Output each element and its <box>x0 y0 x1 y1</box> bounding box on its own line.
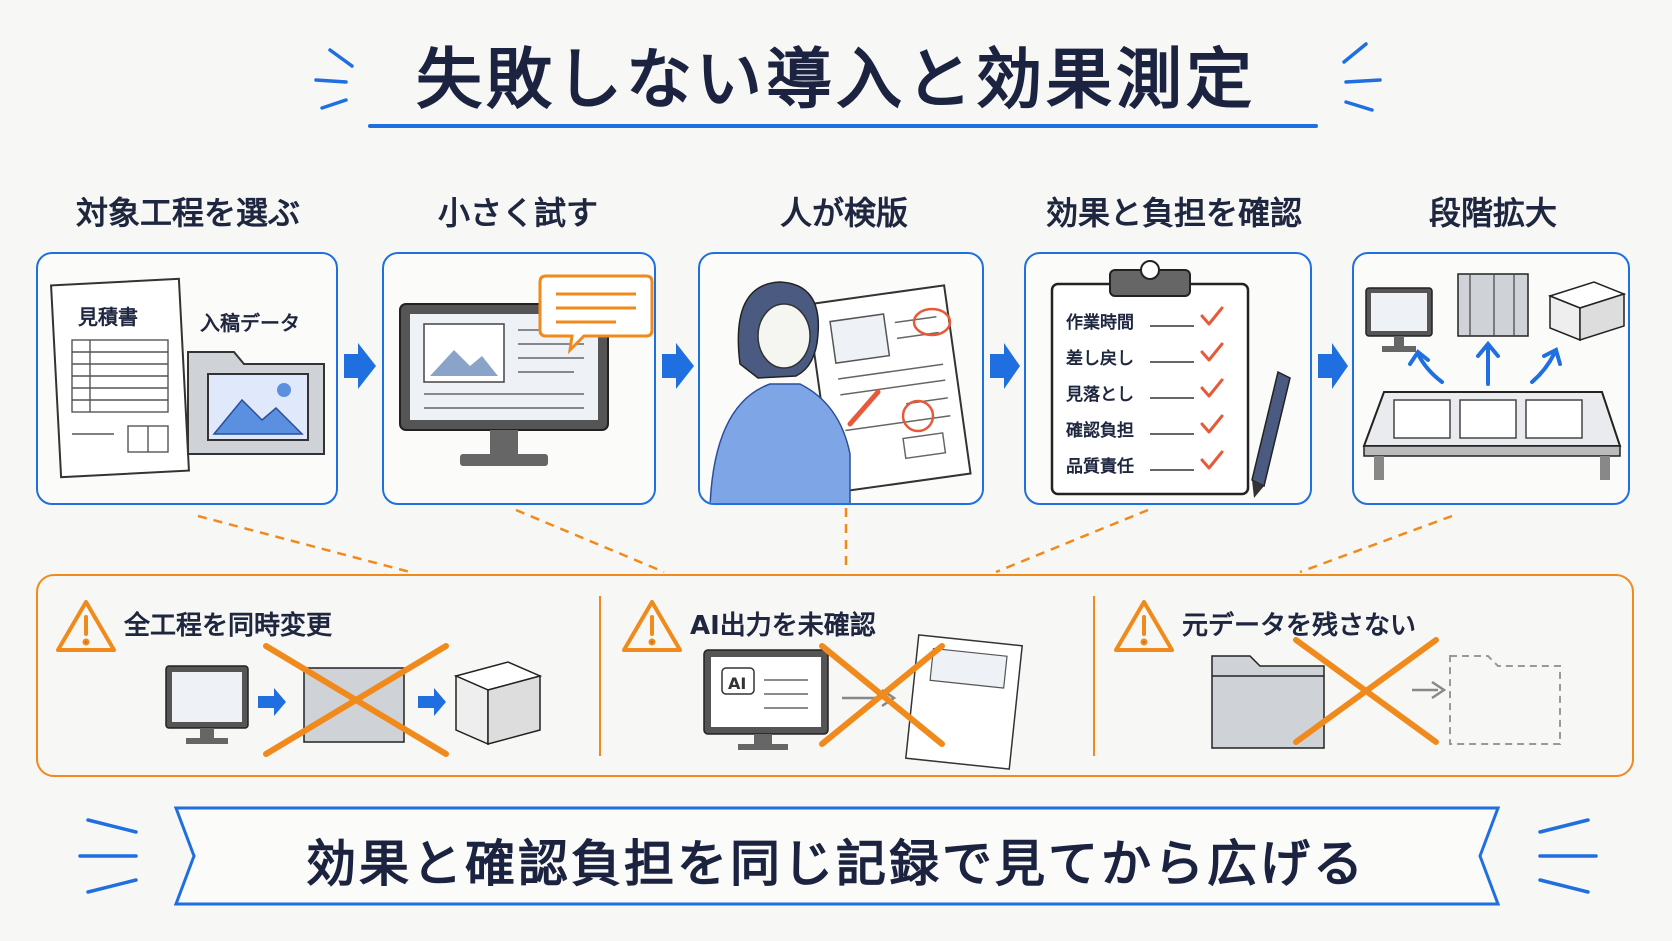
speech-bubble-icon <box>538 274 654 355</box>
pen-icon <box>847 389 881 427</box>
pen-icon <box>1251 370 1291 498</box>
arrow-right-icon <box>990 343 1020 389</box>
warnings-frame <box>36 574 1634 777</box>
monitor-icon <box>165 665 249 744</box>
ai-monitor-icon <box>703 649 829 750</box>
step-2-label: 小さく試す <box>437 194 598 232</box>
sparkle-right-icon <box>1538 818 1598 894</box>
step-5-card <box>1352 252 1630 505</box>
cross-icon <box>1293 637 1439 745</box>
small-monitor-icon <box>1365 287 1433 352</box>
paper-stack-icon <box>1547 281 1627 342</box>
warning-2-label: AI出力を未確認 <box>690 611 876 641</box>
estimate-document-icon <box>50 277 190 479</box>
summary-banner: 効果と確認負担を同じ記録で見てから広げる <box>306 835 1366 893</box>
empty-folder-icon <box>1449 655 1561 745</box>
folder-icon <box>1211 655 1325 749</box>
warning-icon <box>1114 600 1174 652</box>
arrow-right-icon <box>1318 343 1348 389</box>
clipboard-icon <box>1050 260 1250 496</box>
connector-lines <box>197 508 1453 574</box>
paper-stack-icon <box>453 661 543 746</box>
step-3-card <box>698 252 984 505</box>
cross-icon <box>263 643 449 757</box>
table-icon <box>1362 391 1622 480</box>
doc-title: 見積書 <box>78 305 138 329</box>
arrow-right-icon <box>662 343 694 389</box>
warning-3-label: 元データを残さない <box>1182 611 1417 641</box>
sparkle-left-icon <box>314 48 354 110</box>
checklist-item: 見落とし <box>1065 385 1134 405</box>
folder-label: 入稿データ <box>200 311 300 335</box>
step-4-card: 作業時間 差し戻し 見落とし 確認負担 品質責任 <box>1024 252 1312 505</box>
step-1-label: 対象工程を選ぶ <box>75 194 300 232</box>
check-icon <box>1200 306 1224 470</box>
sparkle-left-icon <box>78 818 138 894</box>
checklist-item: 差し戻し <box>1066 348 1134 369</box>
person-icon <box>709 281 881 503</box>
step-1-card: 見積書 入稿データ <box>36 252 338 505</box>
step-2-card <box>382 252 656 505</box>
warning-icon <box>622 600 682 652</box>
cross-icon <box>819 643 945 747</box>
warning-1-label: 全工程を同時変更 <box>124 611 333 641</box>
arrow-right-icon <box>258 688 286 716</box>
warning-icon <box>56 600 116 652</box>
ai-badge: AI <box>728 674 746 693</box>
step-4-label: 効果と負担を確認 <box>1045 194 1302 232</box>
arrow-right-icon <box>418 688 446 716</box>
sparkle-right-icon <box>1342 42 1382 112</box>
page-title: 失敗しない導入と効果測定 <box>416 41 1256 118</box>
step-3-label: 人が検版 <box>779 194 908 232</box>
printer-machine-icon <box>1457 273 1529 337</box>
checklist-item: 作業時間 <box>1066 312 1134 333</box>
arrow-right-icon <box>344 343 376 389</box>
folder-icon <box>187 351 325 455</box>
checklist-item: 確認負担 <box>1066 420 1134 441</box>
step-5-label: 段階拡大 <box>1428 194 1557 232</box>
checklist-item: 品質責任 <box>1066 456 1134 477</box>
expand-arrows-icon <box>1408 340 1562 386</box>
